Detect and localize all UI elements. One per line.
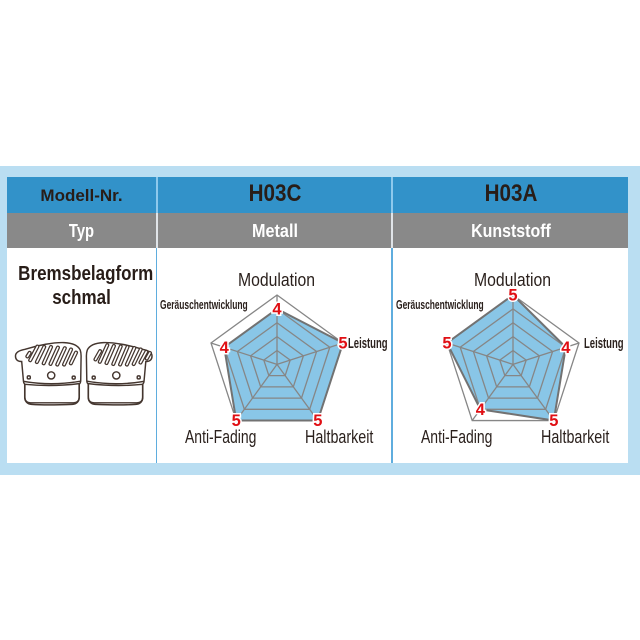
- svg-text:4: 4: [272, 301, 282, 319]
- svg-text:5: 5: [313, 412, 322, 430]
- svg-text:4: 4: [220, 339, 230, 357]
- svg-text:4: 4: [476, 401, 486, 419]
- svg-text:5: 5: [508, 287, 517, 305]
- svg-text:5: 5: [549, 412, 558, 430]
- svg-text:5: 5: [442, 335, 451, 353]
- svg-text:5: 5: [338, 335, 347, 353]
- svg-text:4: 4: [561, 339, 571, 357]
- svg-text:5: 5: [232, 412, 241, 430]
